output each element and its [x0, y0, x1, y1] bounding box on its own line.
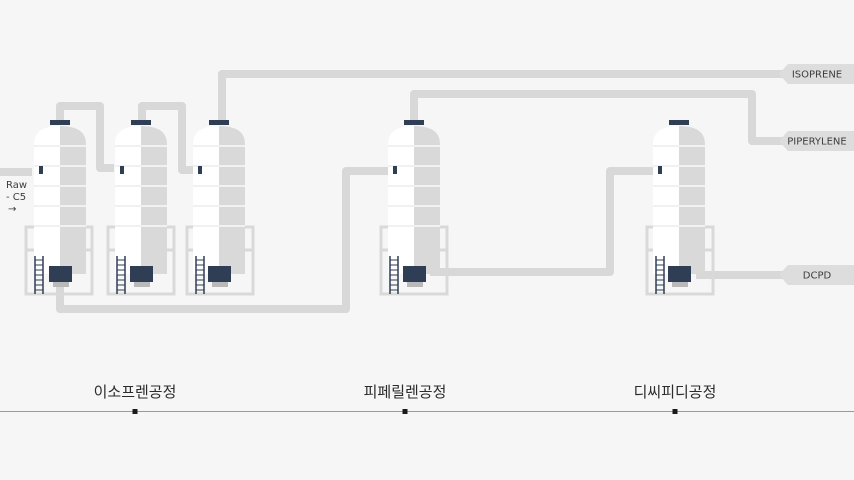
pipe-isoprene-bottoms-to-piperylene [56, 167, 390, 313]
vessel-shade [414, 126, 440, 274]
raw-c5-input-label: Raw - C5 → [6, 180, 27, 215]
vessel-isoprene-1 [24, 120, 94, 296]
output-tag-shape [779, 265, 854, 285]
stage-marker-dcpd [672, 409, 678, 414]
output-tag-dcpd: DCPD [779, 265, 854, 285]
vessel-shade [219, 126, 245, 274]
stage-label-isoprene: 이소프렌공정 [93, 383, 177, 401]
stage-marker-piperylene [402, 409, 408, 414]
vessel-top-cap [209, 120, 229, 125]
vessel-bottom-base [212, 282, 228, 287]
output-tag-label: PIPERYLENE [787, 137, 846, 148]
vessel-sight-window [393, 166, 397, 174]
vessel-shade [60, 126, 86, 274]
pipe-v2-to-v3 [138, 102, 194, 174]
vessel-sight-window [39, 166, 43, 174]
vessel-piperylene [379, 120, 449, 296]
vessel-sight-window [658, 166, 662, 174]
vessel-bottom-block [130, 266, 153, 282]
vessel-isoprene-2 [106, 120, 176, 296]
stage-timeline [0, 411, 854, 412]
vessel-bottom-base [407, 282, 423, 287]
stage-marker-isoprene [132, 409, 138, 414]
output-tag-label: ISOPRENE [792, 70, 842, 81]
vessel-dcpd [645, 120, 715, 296]
vessel-shade [141, 126, 167, 274]
output-tag-shape [779, 64, 854, 84]
vessel-top-cap [669, 120, 689, 125]
raw-input-arrow: → [8, 204, 16, 215]
vessel-bottom-base [53, 282, 69, 287]
vessel-top-cap [404, 120, 424, 125]
output-tag-shape [779, 131, 854, 151]
output-tag-isoprene: ISOPRENE [779, 64, 854, 84]
pipe-v1-to-v2 [56, 102, 114, 172]
vessel-sight-window [120, 166, 124, 174]
pipe-piperylene-bottoms-to-dcpd [430, 167, 655, 276]
output-tag-label: DCPD [803, 271, 832, 282]
vessel-group [24, 120, 715, 296]
vessel-shade [679, 126, 705, 274]
vessel-top-cap [50, 120, 70, 125]
vessel-bottom-base [134, 282, 150, 287]
pipe-piperylene-line [410, 90, 785, 145]
pipe-network [0, 70, 785, 313]
pipe-isoprene-line [218, 70, 785, 124]
raw-label-line2: - C5 [6, 192, 26, 203]
vessel-top-cap [131, 120, 151, 125]
vessel-bottom-block [208, 266, 231, 282]
vessel-sight-window [198, 166, 202, 174]
stage-label-piperylene: 피페릴렌공정 [363, 383, 447, 401]
output-tag-group: ISOPRENE PIPERYLENE DCPD [779, 64, 854, 285]
output-tag-piperylene: PIPERYLENE [779, 131, 854, 151]
vessel-bottom-base [672, 282, 688, 287]
vessel-bottom-block [668, 266, 691, 282]
vessel-isoprene-3 [185, 120, 255, 296]
vessel-bottom-block [403, 266, 426, 282]
vessel-bottom-block [49, 266, 72, 282]
raw-label-line1: Raw [6, 180, 27, 191]
stage-label-dcpd: 디씨피디공정 [633, 383, 717, 401]
